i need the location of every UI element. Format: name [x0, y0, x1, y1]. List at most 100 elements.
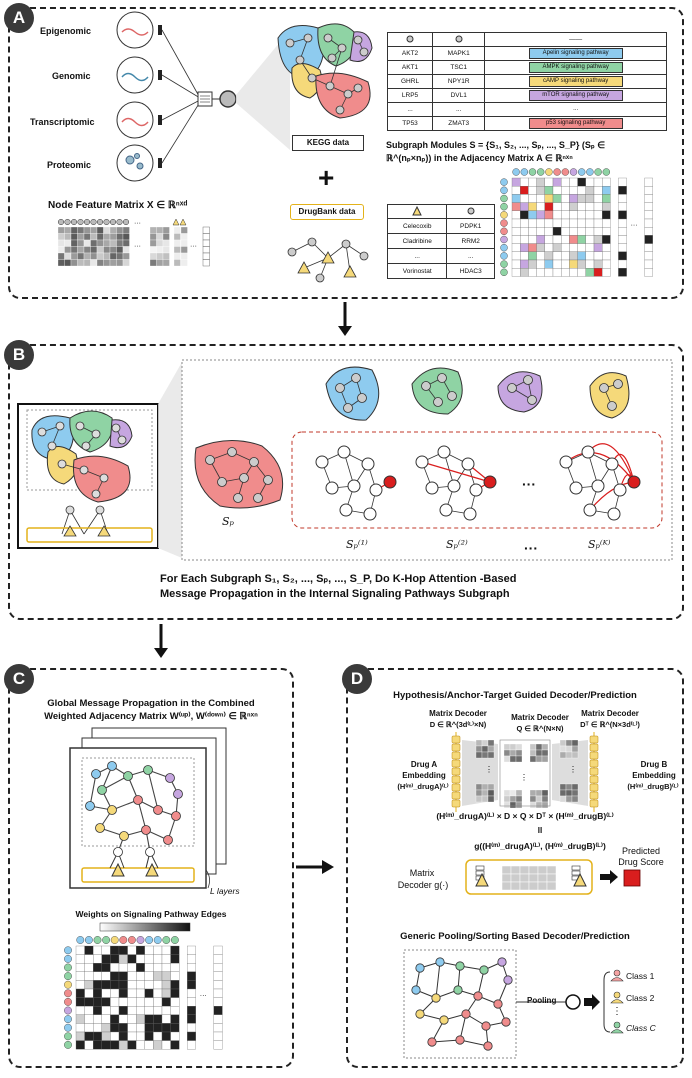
embedding-cell	[451, 759, 461, 768]
predicted-score-line2: Drug Score	[618, 857, 664, 867]
graph-node	[85, 801, 95, 811]
g-equation: g((H⁽ᵐ⁾_drugA)⁽ᴸ⁾, (H⁽ᵐ⁾_drugB)⁽ᴸ⁾)	[474, 841, 606, 851]
matrix-header-node	[553, 168, 561, 176]
graph-node	[347, 479, 361, 493]
graph-node	[613, 483, 627, 497]
vdots: ⋮	[485, 765, 493, 774]
graph-node	[339, 503, 353, 517]
node-feature-title: Node Feature Matrix X ∈ ℝⁿˣᵈ	[48, 200, 188, 211]
matrix-decoder-q-name: Matrix Decoder	[511, 713, 569, 722]
class-bracket	[603, 971, 611, 1033]
drug-b-label-line3: (H⁽ᵐ⁾_drugB)⁽ᴸ⁾	[627, 782, 679, 791]
matrix-header-node	[512, 168, 520, 176]
panel-a-badge: A	[4, 3, 34, 33]
matrix-cell	[602, 268, 611, 277]
pooling-label: Pooling	[527, 996, 557, 1005]
decoder-cell	[515, 801, 523, 809]
sp-label: Sₚ	[222, 515, 234, 528]
matrix-row-node	[500, 219, 508, 227]
person-body	[610, 1029, 624, 1034]
graph-node	[463, 507, 477, 521]
drug-b-label-line2: Embedding	[632, 771, 676, 780]
graph-node	[91, 769, 101, 779]
pathway-pill: AMPK signaling pathway	[528, 62, 623, 73]
arrow-c-to-d	[296, 860, 334, 874]
matrix-row-node	[64, 980, 72, 989]
graph-node	[453, 985, 463, 995]
class-person-icon-2	[610, 991, 624, 1004]
class-person-icon-3	[610, 1021, 624, 1034]
panel-c-title-line2: Weighted Adjacency Matrix W⁽ᵘᵖ⁾, W⁽ᵈᵒʷⁿ⁾…	[44, 711, 258, 722]
graph-node	[153, 805, 163, 815]
panel-d-title: Hypothesis/Anchor-Target Guided Decoder/…	[393, 690, 637, 701]
class-label-1: Class 1	[626, 971, 655, 981]
feature-header-node	[64, 218, 71, 226]
embedding-cell	[451, 791, 461, 800]
pathway-pill: Apelin signaling pathway	[528, 48, 623, 59]
embedding-cell	[451, 775, 461, 784]
hop-dots: ···	[522, 476, 536, 492]
decoder-cell	[571, 795, 579, 803]
target-cell: HDAC3	[446, 263, 495, 279]
gene-cell: ZMAT3	[432, 116, 486, 131]
matrix-header-node	[528, 168, 537, 176]
embedding-cell	[589, 783, 599, 792]
graph-edge	[147, 769, 159, 811]
panel-a	[8, 7, 684, 299]
weights-title: Weights on Signaling Pathway Edges	[75, 909, 227, 919]
graph-node	[469, 483, 483, 497]
node-feature-matrix: ·········	[57, 218, 210, 267]
feature-cell	[122, 259, 130, 267]
graph-node	[583, 503, 597, 517]
matrix-decoder-d-name: Matrix Decoder	[429, 709, 487, 718]
pathway-pill: ...	[529, 105, 622, 114]
matrix-row-node	[500, 186, 508, 194]
decoder-cell	[571, 751, 579, 759]
graph-node	[431, 993, 441, 1003]
drug-node	[111, 862, 125, 877]
matrix-decoder-dt-name: Matrix Decoder	[581, 709, 639, 718]
graph-node	[501, 1017, 511, 1027]
pathway-pill: cAMP signaling pathway	[528, 76, 623, 87]
matrix-header-node	[102, 936, 110, 944]
class-vdots: ⋮	[612, 1006, 622, 1017]
matrix-header-node	[586, 168, 594, 176]
embedding-cell	[589, 799, 599, 808]
graph-node	[439, 503, 453, 517]
drug-cell: ...	[386, 248, 448, 264]
embedding-cell	[589, 767, 599, 776]
matrix-header-node	[545, 168, 553, 176]
matrix-decoder-dt-eq: Dᵀ ∈ ℝ^(N×3d⁽ᴸ⁾)	[580, 720, 640, 729]
pooled-node	[565, 994, 581, 1010]
graph-node	[439, 1015, 449, 1025]
graph-node	[435, 957, 445, 967]
weights-gradient	[99, 922, 191, 932]
rna-icon	[116, 101, 154, 139]
drugbank-data-label: DrugBank data	[290, 204, 364, 220]
decoder-cell	[487, 751, 495, 759]
matrix-row-node	[64, 1006, 72, 1015]
embedding-cell	[589, 751, 599, 760]
graph-edge	[435, 961, 441, 999]
matrix-row-node	[500, 235, 508, 244]
person-body	[610, 999, 624, 1004]
graph-node	[143, 765, 153, 775]
hop-label-2: Sₚ⁽²⁾	[446, 538, 468, 551]
matrix-dots: ···	[631, 222, 638, 229]
panel-b	[8, 344, 684, 620]
drug-b-triangle	[573, 872, 587, 887]
feature-header-node	[83, 218, 91, 226]
matrix-row-node	[500, 194, 508, 203]
embedding-cell	[451, 751, 461, 760]
drug-a-label-line1: Drug A	[410, 760, 438, 769]
decoder-arrow	[600, 870, 618, 884]
matrix-header-node	[569, 168, 578, 176]
embedding-cell	[589, 775, 599, 784]
vdots: ⋮	[569, 765, 577, 774]
graph-node	[481, 1021, 491, 1031]
drug-cell: Vorinostat	[386, 263, 448, 279]
person-body	[610, 977, 624, 982]
feature-cell	[180, 259, 188, 267]
